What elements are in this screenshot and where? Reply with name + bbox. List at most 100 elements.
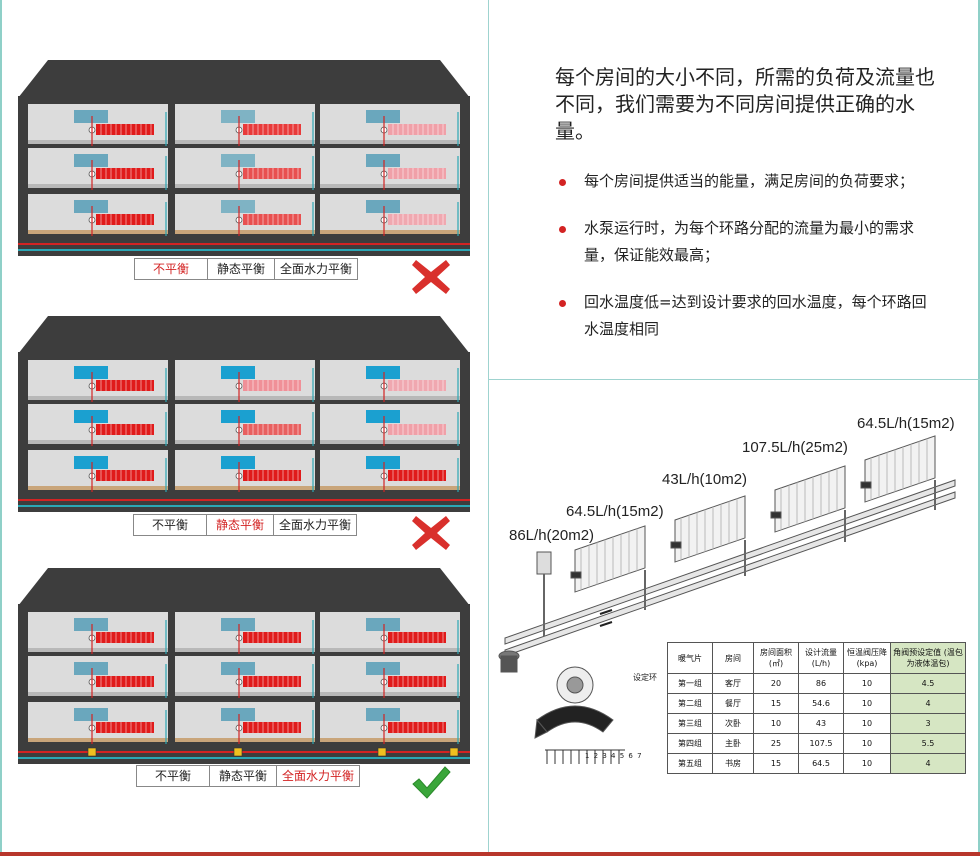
vertical-divider bbox=[488, 0, 489, 856]
cell: 54.6 bbox=[798, 693, 844, 714]
bullet-item: 回水温度低=达到设计要求的回水温度，每个环路回水温度相同 bbox=[558, 289, 938, 343]
scale-numbers: 1 2 3 4 5 6 7 bbox=[585, 752, 643, 760]
radiator bbox=[388, 470, 446, 481]
table-header-row: 暖气片 房间 房间面积 (㎡) 设计流量 (L/h) 恒温阀压降 (kpa) 角… bbox=[667, 642, 966, 674]
flow-label-1: 86L/h(20m2) bbox=[509, 527, 595, 544]
bullet-list: 每个房间提供适当的能量，满足房间的负荷要求； 水泵运行时，为每个环路分配的流量为… bbox=[558, 168, 938, 363]
right-border bbox=[978, 0, 980, 856]
col-radiator: 暖气片 bbox=[667, 642, 713, 674]
table-row: 第三组 次卧 10 43 10 3 bbox=[667, 713, 966, 734]
legend-unbalanced: 不平衡 bbox=[134, 515, 207, 535]
cell: 第二组 bbox=[667, 693, 713, 714]
building-unbalanced bbox=[18, 60, 470, 260]
thermostat-panel bbox=[74, 618, 108, 631]
cell: 10 bbox=[843, 673, 891, 694]
thermostat-panel bbox=[366, 200, 400, 213]
roof bbox=[18, 316, 470, 354]
thermostat-panel bbox=[366, 662, 400, 675]
thermostat-panel bbox=[221, 366, 255, 379]
thermostat-panel bbox=[221, 410, 255, 423]
cell: 10 bbox=[843, 733, 891, 754]
floor bbox=[175, 440, 315, 444]
check-icon bbox=[412, 766, 451, 799]
table-row: 第二组 餐厅 15 54.6 10 4 bbox=[667, 693, 966, 714]
radiator bbox=[96, 168, 154, 179]
thermostat-panel bbox=[366, 456, 400, 469]
floor bbox=[320, 486, 460, 490]
spec-table: 暖气片 房间 房间面积 (㎡) 设计流量 (L/h) 恒温阀压降 (kpa) 角… bbox=[667, 642, 966, 774]
radiator bbox=[674, 495, 746, 563]
thermostat-panel bbox=[221, 708, 255, 721]
radiator bbox=[96, 676, 154, 687]
radiator bbox=[96, 632, 154, 643]
balancing-valve bbox=[87, 747, 97, 757]
radiator bbox=[243, 424, 301, 435]
floor bbox=[28, 230, 168, 234]
radiator bbox=[96, 380, 154, 391]
thermostat-panel bbox=[74, 200, 108, 213]
legend-1: 不平衡 静态平衡 全面水力平衡 bbox=[134, 258, 358, 280]
cell: 书房 bbox=[712, 753, 754, 774]
thermostat-panel bbox=[74, 110, 108, 123]
thermostat-panel bbox=[221, 618, 255, 631]
cell: 4.5 bbox=[890, 673, 966, 694]
legend-full: 全面水力平衡 bbox=[278, 518, 351, 532]
table-row: 第一组 客厅 20 86 10 4.5 bbox=[667, 673, 966, 694]
table-row: 第五组 书房 15 64.5 10 4 bbox=[667, 753, 966, 774]
building-full-balance bbox=[18, 568, 470, 768]
flow-label-2: 64.5L/h(15m2) bbox=[566, 503, 664, 520]
bullet-item: 水泵运行时，为每个环路分配的流量为最小的需求量，保证能效最高； bbox=[558, 215, 938, 269]
cell: 主卧 bbox=[712, 733, 754, 754]
cell: 第一组 bbox=[667, 673, 713, 694]
building-illustration bbox=[18, 60, 470, 256]
thermostat-panel bbox=[221, 200, 255, 213]
col-room: 房间 bbox=[712, 642, 754, 674]
radiator bbox=[243, 470, 301, 481]
legend-full: 全面水力平衡 bbox=[279, 262, 352, 276]
cell: 10 bbox=[843, 713, 891, 734]
balancing-valve bbox=[233, 747, 243, 757]
radiator bbox=[243, 632, 301, 643]
floor bbox=[320, 738, 460, 742]
radiator bbox=[388, 632, 446, 643]
radiator bbox=[243, 380, 301, 391]
thermostat-panel bbox=[74, 410, 108, 423]
cell: 10 bbox=[753, 713, 799, 734]
floor bbox=[320, 396, 460, 400]
floor bbox=[28, 440, 168, 444]
thermostat-panel bbox=[74, 662, 108, 675]
thermostat-panel bbox=[221, 662, 255, 675]
thermostat-panel bbox=[221, 154, 255, 167]
floor bbox=[28, 396, 168, 400]
thermostat-panel bbox=[221, 456, 255, 469]
left-border bbox=[0, 0, 2, 856]
building-illustration bbox=[18, 316, 470, 512]
radiator bbox=[388, 124, 446, 135]
legend-unbalanced: 不平衡 bbox=[137, 766, 210, 786]
thermostat-panel bbox=[366, 154, 400, 167]
cell: 107.5 bbox=[798, 733, 844, 754]
legend-2: 不平衡 静态平衡 全面水力平衡 bbox=[133, 514, 357, 536]
floor bbox=[320, 184, 460, 188]
radiator bbox=[96, 124, 154, 135]
radiator bbox=[864, 435, 936, 503]
radiator bbox=[388, 722, 446, 733]
thermostat-panel bbox=[74, 154, 108, 167]
cell: 20 bbox=[753, 673, 799, 694]
radiator bbox=[774, 465, 846, 533]
radiator bbox=[243, 124, 301, 135]
legend-static: 静态平衡 bbox=[208, 259, 275, 279]
thermostat-panel bbox=[366, 366, 400, 379]
flow-label-4: 107.5L/h(25m2) bbox=[742, 439, 848, 456]
radiator bbox=[388, 168, 446, 179]
radiator bbox=[243, 676, 301, 687]
floor bbox=[175, 648, 315, 652]
col-flow: 设计流量 (L/h) bbox=[798, 642, 844, 674]
radiator bbox=[243, 722, 301, 733]
building-illustration bbox=[18, 568, 470, 764]
floor bbox=[175, 230, 315, 234]
cross-icon bbox=[412, 516, 450, 550]
floor bbox=[175, 140, 315, 144]
legend-unbalanced: 不平衡 bbox=[135, 259, 208, 279]
radiator bbox=[243, 214, 301, 225]
